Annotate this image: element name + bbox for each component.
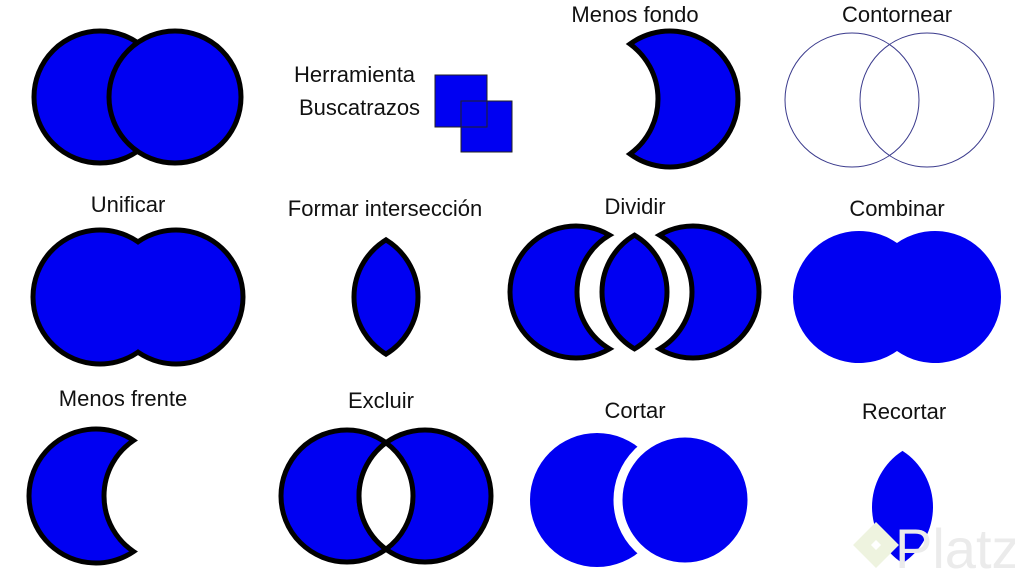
label-divide: Dividir <box>604 194 665 219</box>
original-circle-right <box>106 28 244 166</box>
unite-shape <box>30 227 246 367</box>
divide-left-piece <box>507 223 615 361</box>
watermark-text: Platzi <box>895 517 1015 580</box>
outline-circle-left <box>784 32 920 168</box>
label-merge: Combinar <box>849 196 944 221</box>
label-tool-line1: Herramienta <box>294 62 416 87</box>
divide-middle-piece <box>599 232 670 352</box>
intersect-shape <box>351 236 421 358</box>
minus-back-shape <box>625 28 741 170</box>
label-outline: Contornear <box>842 2 952 27</box>
platzi-watermark: Platzi <box>853 517 1015 580</box>
label-intersect: Formar intersección <box>288 196 482 221</box>
label-crop: Recortar <box>862 399 946 424</box>
label-exclude: Excluir <box>348 388 414 413</box>
minus-front-shape <box>26 426 138 566</box>
label-minus-back: Menos fondo <box>571 2 698 27</box>
label-minus-front: Menos frente <box>59 386 187 411</box>
label-tool-line2: Buscatrazos <box>299 95 420 120</box>
trim-circle-right <box>613 428 757 572</box>
pathfinder-square-overlap <box>460 100 488 128</box>
label-unite: Unificar <box>91 192 166 217</box>
merge-shape <box>793 230 1002 364</box>
label-trim: Cortar <box>604 398 665 423</box>
platzi-logo-icon <box>853 522 899 568</box>
divide-right-piece <box>654 223 762 361</box>
outline-circle-right <box>859 32 995 168</box>
exclude-hole <box>356 439 416 553</box>
